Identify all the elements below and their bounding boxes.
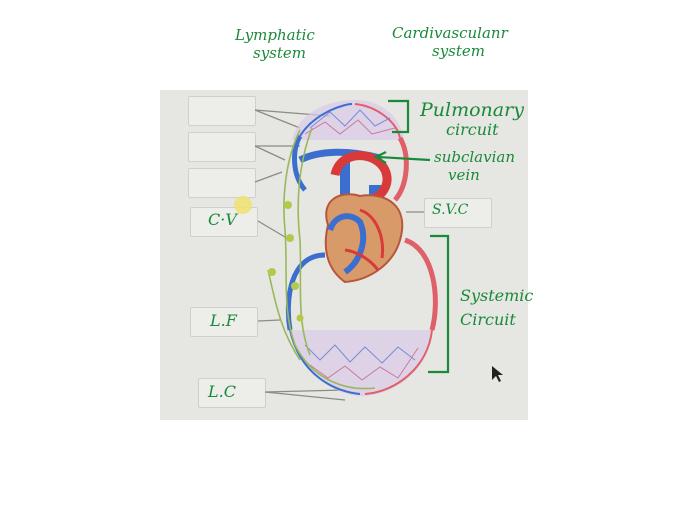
pulmonary-artery <box>393 136 409 202</box>
annotation-marks <box>373 99 450 374</box>
pulmonary-vein <box>292 134 308 192</box>
pulmonary-line1: Pulmonary <box>420 99 524 121</box>
pulmonary-line2: circuit <box>446 120 499 139</box>
label-cv: C·V <box>208 210 237 229</box>
highlight-spot <box>234 196 252 214</box>
pulmonary-capillaries <box>292 100 404 140</box>
label-box-1[interactable] <box>188 96 256 126</box>
pulmonary-annotation: Pulmonary circuit <box>420 99 524 140</box>
label-box-5[interactable] <box>190 307 258 337</box>
cardiovascular-heading: Cardivasculanr system <box>392 24 508 60</box>
subclavian-arrow <box>377 155 431 162</box>
label-svc: S.V.C <box>432 202 469 218</box>
heart <box>324 151 404 284</box>
label-box-6[interactable] <box>198 378 266 408</box>
systemic-annotation: Systemic Circuit <box>460 284 533 332</box>
lymphatic-heading-line1: Lymphatic <box>235 26 315 44</box>
subclavian-annotation: subclavian vein <box>434 148 515 184</box>
systemic-bracket <box>428 234 450 374</box>
label-box-3[interactable] <box>188 168 256 198</box>
subclavian-line2: vein <box>448 166 480 184</box>
lymphatic-heading-line2: system <box>253 44 306 62</box>
cardiovascular-heading-line1: Cardivasculanr <box>392 24 508 42</box>
label-lc: L.C <box>208 382 236 401</box>
pulmonary-bracket <box>388 99 410 134</box>
systemic-line2: Circuit <box>460 310 516 329</box>
mouse-cursor-icon <box>492 366 503 382</box>
systemic-line1: Systemic <box>460 286 534 305</box>
cardiovascular-heading-line2: system <box>432 42 485 60</box>
systemic-capillaries <box>289 329 433 397</box>
lymphatic-vessels <box>267 127 376 390</box>
label-box-2[interactable] <box>188 132 256 162</box>
lymph-nodes <box>268 201 304 322</box>
aorta-lower <box>403 237 438 331</box>
vena-cava-lower <box>285 252 326 331</box>
label-lf: L.F <box>210 311 237 330</box>
subclavian-line1: subclavian <box>434 148 515 166</box>
lymphatic-heading: Lymphatic system <box>235 26 315 62</box>
label-box-svc[interactable] <box>424 198 492 228</box>
